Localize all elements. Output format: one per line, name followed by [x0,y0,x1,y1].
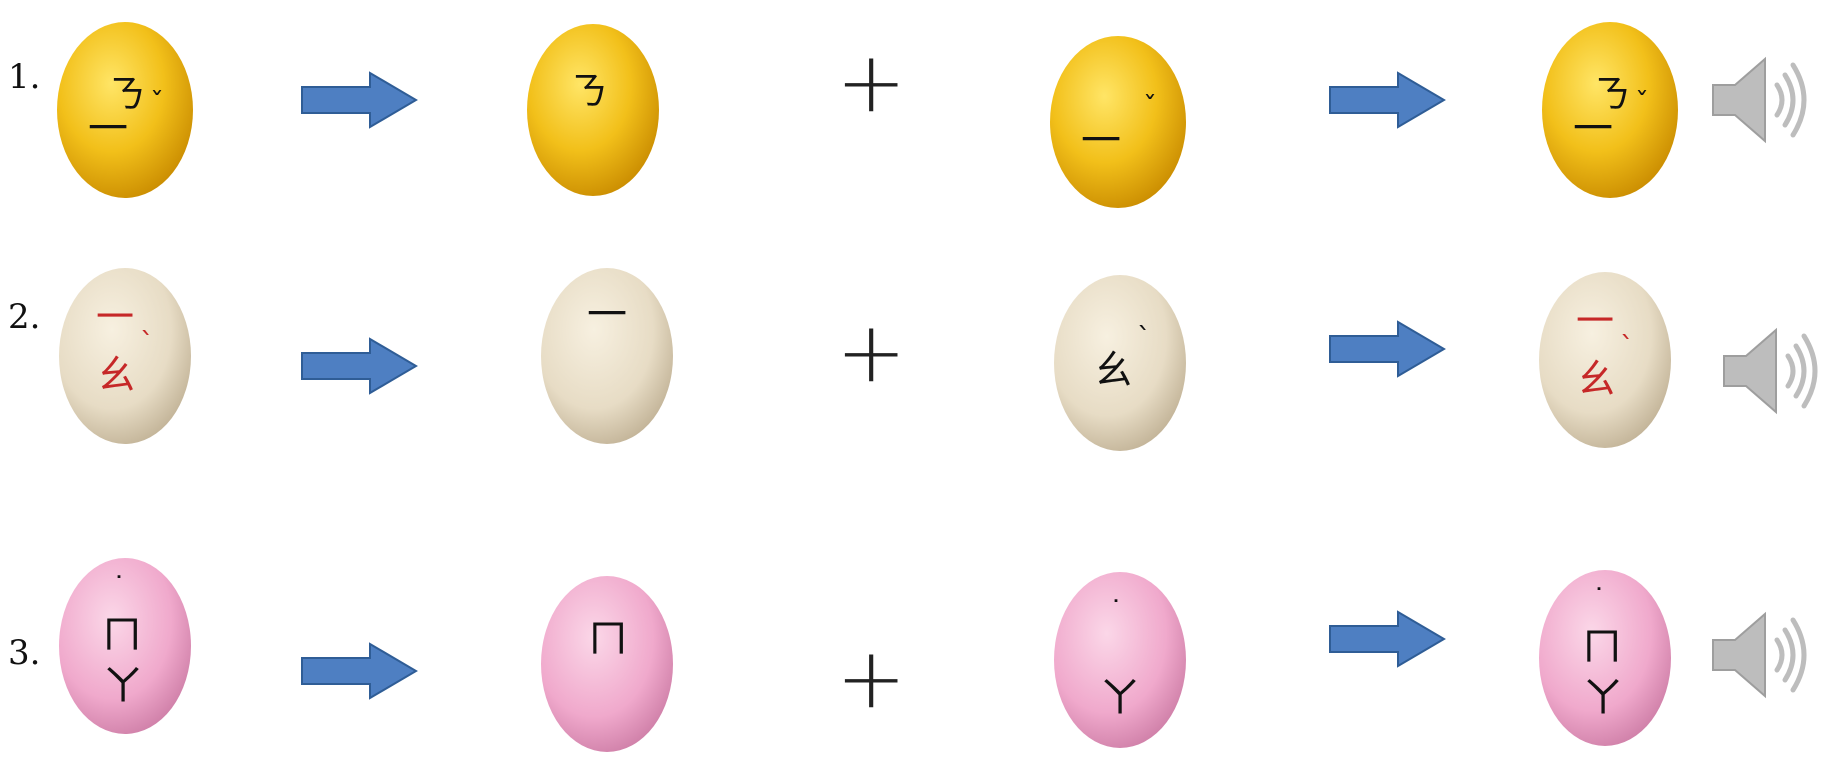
bean-result-row-2: 一 ㄠ ˋ [50,258,200,453]
row-number-1: 1. [8,60,40,94]
bean-result-row-3: ˙ ㄇ ㄚ [50,548,200,743]
pink-bean-icon: ㄇ [532,566,682,761]
svg-text:一: 一 [1576,299,1614,343]
svg-text:ˋ: ˋ [1137,321,1151,354]
bean-final-row-2: 一 ㄠ ˋ [1530,262,1680,457]
pink-bean-icon: ˙ ㄇ ㄚ [50,548,200,743]
right-arrow-icon [300,337,418,395]
svg-text:ㄇ: ㄇ [102,612,142,658]
cream-bean-icon: 一 [532,258,682,453]
svg-text:˙: ˙ [1109,594,1123,627]
svg-text:˙: ˙ [112,570,126,603]
cream-bean-icon: 一 ㄠ ˋ [50,258,200,453]
svg-text:一: 一 [1573,106,1613,152]
bean-result-row-1: ㄋ ˇ 一 [50,12,200,207]
bean-part-a-row-2: 一 [532,258,682,453]
yellow-bean-icon: ㄋ ˇ 一 [1535,12,1685,207]
right-arrow-icon [300,71,418,129]
cream-bean-icon: 一 ㄠ ˋ [1530,262,1680,457]
svg-text:一: 一 [587,292,627,338]
svg-text:ˇ: ˇ [1143,90,1157,123]
bean-part-b-row-2: ㄠ ˋ [1045,265,1195,460]
svg-text:ㄚ: ㄚ [102,661,144,710]
svg-text:ˋ: ˋ [1620,330,1634,363]
row-number-3: 3. [8,636,40,670]
svg-text:˙: ˙ [1592,582,1606,615]
svg-text:ㄚ: ㄚ [1582,673,1624,722]
speaker-icon-row-3[interactable] [1705,600,1815,710]
svg-text:ㄇ: ㄇ [1582,624,1622,670]
svg-text:ˇ: ˇ [150,86,164,119]
right-arrow-icon [1328,320,1446,378]
pink-bean-icon: ˙ ㄚ [1045,562,1195,757]
svg-text:ㄇ: ㄇ [588,616,628,662]
svg-text:ㄋ: ㄋ [570,69,608,113]
svg-text:ˇ: ˇ [1635,86,1649,119]
bean-part-a-row-1: ㄋ [518,12,668,207]
bean-part-b-row-3: ˙ ㄚ [1045,562,1195,757]
right-arrow-icon [300,642,418,700]
bean-part-b-row-1: ˇ 一 [1043,24,1193,219]
svg-text:一: 一 [88,106,128,152]
svg-text:ㄠ: ㄠ [1093,347,1133,393]
bean-final-row-3: ˙ ㄇ ㄚ [1530,560,1680,755]
plus-operator: + [836,636,906,720]
svg-text:ㄚ: ㄚ [1099,673,1141,722]
cream-bean-icon: ㄠ ˋ [1045,265,1195,460]
speaker-icon-row-1[interactable] [1705,45,1815,155]
svg-text:一: 一 [96,295,134,339]
speaker-icon-row-2[interactable] [1716,316,1822,426]
right-arrow-icon [1328,610,1446,668]
bean-part-a-row-3: ㄇ [532,566,682,761]
plus-operator: + [836,40,906,124]
bean-final-row-1: ㄋ ˇ 一 [1535,12,1685,207]
yellow-bean-icon: ˇ 一 [1043,24,1193,219]
pink-bean-icon: ˙ ㄇ ㄚ [1530,560,1680,755]
svg-text:ㄠ: ㄠ [96,352,136,398]
right-arrow-icon [1328,71,1446,129]
yellow-bean-icon: ㄋ ˇ 一 [50,12,200,207]
svg-text:一: 一 [1081,118,1121,164]
plus-operator: + [836,310,906,394]
svg-text:ˋ: ˋ [140,326,154,359]
row-number-2: 2. [8,300,40,334]
svg-text:ㄠ: ㄠ [1576,356,1616,402]
yellow-bean-icon: ㄋ [518,12,668,207]
